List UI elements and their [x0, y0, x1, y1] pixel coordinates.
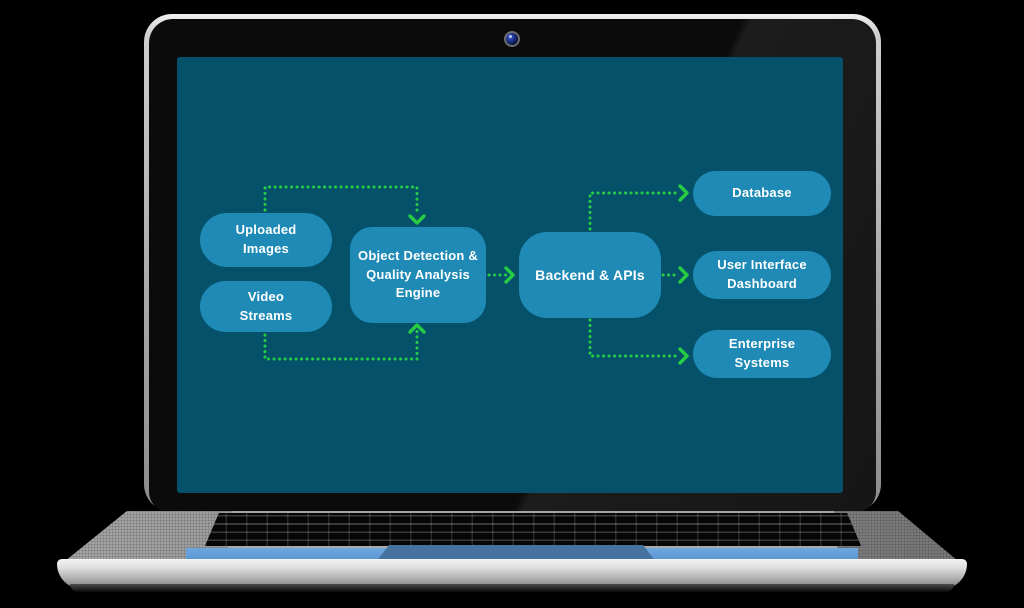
node-label: Enterprise Systems [728, 336, 796, 370]
webcam-icon [504, 31, 520, 47]
flow-node-uploaded-images: Uploaded Images [200, 213, 332, 267]
arrow-backend-to-enterprise [588, 318, 689, 365]
arrow-engine-to-backend [487, 266, 515, 284]
flow-node-engine: Object Detection & Quality Analysis Engi… [350, 227, 486, 323]
node-label: Video Streams [239, 288, 293, 323]
node-label: Database [732, 185, 792, 201]
flow-node-enterprise-systems: Enterprise Systems [693, 330, 831, 378]
node-label: Object Detection & Quality Analysis Engi… [358, 247, 478, 301]
screen: Uploaded Images Video Streams Object Det… [177, 57, 843, 493]
node-label: User Interface Dashboard [717, 257, 807, 291]
arrow-uploaded-images-to-engine [263, 185, 426, 225]
arrow-backend-to-ui-dashboard [661, 266, 689, 284]
flow-node-ui-dashboard: User Interface Dashboard [693, 251, 831, 299]
flow-node-database: Database [693, 171, 831, 216]
laptop-base-bottom-edge [70, 584, 954, 592]
flow-node-backend-apis: Backend & APIs [519, 232, 661, 318]
architecture-arrows [263, 184, 689, 365]
flow-node-video-streams: Video Streams [200, 281, 332, 332]
arrow-video-streams-to-engine [263, 323, 426, 361]
node-label: Uploaded Images [235, 222, 297, 256]
node-label: Backend & APIs [535, 266, 645, 283]
arrow-backend-to-database [588, 184, 689, 231]
